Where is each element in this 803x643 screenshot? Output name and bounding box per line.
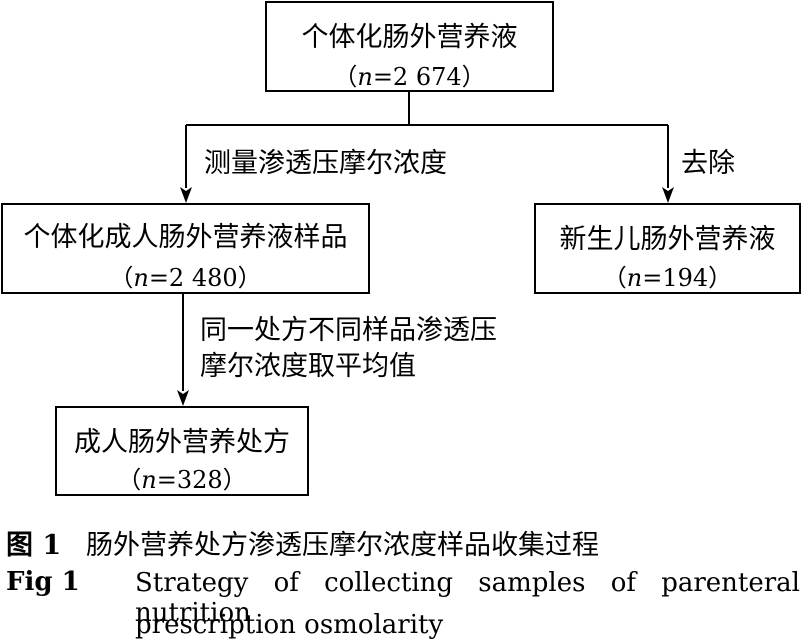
edge-label-average-line2: 摩尔浓度取平均值 [200, 351, 416, 382]
figure-number-chinese: 图 1 [6, 530, 62, 561]
node-adult-prescriptions: 成人肠外营养处方 （n=328） [55, 406, 309, 496]
figure-title-english-line1: Strategy of collecting samples of parent… [135, 568, 800, 628]
edge-label-measure-osmolarity: 测量渗透压摩尔浓度 [204, 148, 447, 179]
arrowhead-neonate [662, 187, 674, 203]
node-pn-solution-count: （n=2 674） [333, 63, 486, 91]
node-adult-samples-count: （n=2 480） [109, 264, 262, 292]
node-adult-samples: 个体化成人肠外营养液样品 （n=2 480） [1, 203, 370, 294]
node-neonate-title: 新生儿肠外营养液 [559, 224, 776, 255]
node-pn-solution-title: 个体化肠外营养液 [301, 22, 518, 53]
arrowhead-adult-samples [180, 187, 192, 203]
figure-number-english: Fig 1 [6, 567, 80, 597]
node-adult-samples-title: 个体化成人肠外营养液样品 [23, 222, 348, 253]
figure-caption-chinese: 图 1 肠外营养处方渗透压摩尔浓度样品收集过程 [6, 523, 599, 562]
edge-label-remove: 去除 [681, 148, 735, 179]
node-neonate-count: （n=194） [602, 264, 733, 292]
node-adult-prescriptions-count: （n=328） [117, 466, 247, 494]
figure-title-english-line2: prescription osmolarity [135, 610, 444, 640]
node-pn-solution: 个体化肠外营养液 （n=2 674） [265, 1, 554, 92]
edge-label-average-line1: 同一处方不同样品渗透压 [200, 315, 497, 346]
arrowhead-adult-prescriptions [177, 390, 189, 406]
figure-title-chinese: 肠外营养处方渗透压摩尔浓度样品收集过程 [86, 530, 599, 561]
node-neonate: 新生儿肠外营养液 （n=194） [534, 203, 801, 294]
node-adult-prescriptions-title: 成人肠外营养处方 [74, 427, 290, 458]
